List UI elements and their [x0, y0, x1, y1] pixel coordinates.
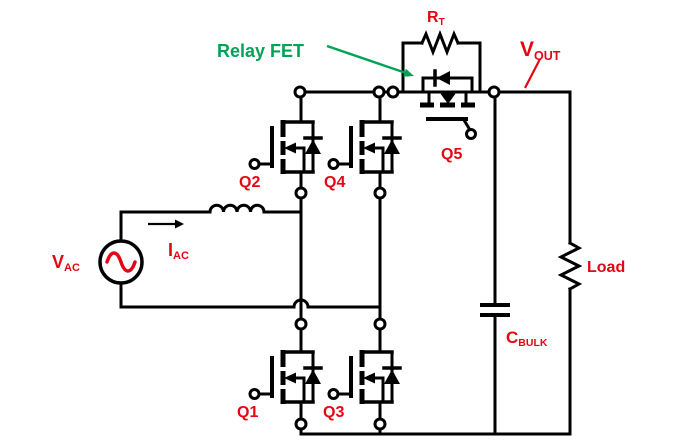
node-circle — [373, 186, 387, 200]
q1-label: Q1 — [237, 404, 258, 421]
mosfet-q3 — [329, 350, 400, 404]
mosfet-q2 — [250, 120, 321, 174]
sine-wave-icon — [105, 251, 137, 273]
node-circle — [294, 186, 308, 200]
ac-voltage-source — [98, 239, 144, 285]
rt-inrush-resistor — [401, 29, 482, 94]
inductor-coil-icon — [208, 203, 266, 214]
wires — [119, 90, 572, 436]
node-circle — [373, 317, 387, 331]
relay-fet-label: Relay FET — [217, 41, 304, 61]
node-circle — [386, 85, 400, 99]
line-current-arrow — [148, 219, 184, 229]
node-circle — [293, 85, 307, 99]
mosfet-q1 — [250, 350, 321, 404]
rt-loop-wire — [401, 41, 482, 94]
q5-terminal-posts — [427, 90, 468, 105]
node-circle — [373, 417, 387, 431]
relay-fet-pointer-line — [326, 44, 407, 75]
iac-arrowhead-icon — [175, 219, 184, 229]
q5-diode-triangle-icon — [436, 71, 450, 85]
load-resistor-zigzag-icon — [557, 240, 583, 292]
q2-label: Q2 — [239, 174, 260, 191]
connection-nodes — [293, 85, 501, 431]
rt-label: RT — [427, 9, 445, 28]
node-circle — [294, 317, 308, 331]
vout-pointer-line — [524, 58, 541, 89]
q5-gate-lead — [461, 117, 473, 133]
mosfet-q4 — [329, 120, 400, 174]
ac-source-circle — [98, 239, 144, 285]
node-circle — [294, 417, 308, 431]
node-circle — [487, 85, 501, 99]
node-circle — [372, 85, 386, 99]
q3-label: Q3 — [323, 404, 344, 421]
relay-fet-annotation: Relay FET — [217, 41, 414, 77]
vac-label: VAC — [52, 252, 80, 274]
load-label: Load — [587, 259, 625, 276]
q4-label: Q4 — [324, 174, 345, 191]
iac-label: IAC — [168, 240, 189, 262]
mosfet-q5-relay-fet — [420, 69, 477, 140]
relay-fet-arrowhead-icon — [403, 68, 414, 77]
q5-channel-arrow-icon — [440, 93, 456, 104]
top-rail-wire — [298, 90, 572, 245]
vac-top-wire — [119, 210, 212, 243]
vout-label: VOUT — [520, 38, 561, 63]
q5-label: Q5 — [441, 146, 462, 163]
cbulk-label: CBULK — [506, 328, 548, 349]
resistor-zigzag-icon — [420, 29, 460, 57]
vac-return-wire — [119, 281, 296, 309]
q5-gate-terminal-circle — [465, 128, 477, 140]
red-labels: RT VOUT VAC IAC CBULK Load Q2 Q4 Q1 Q3 Q… — [52, 9, 625, 421]
capacitor-plates-icon — [480, 303, 510, 317]
